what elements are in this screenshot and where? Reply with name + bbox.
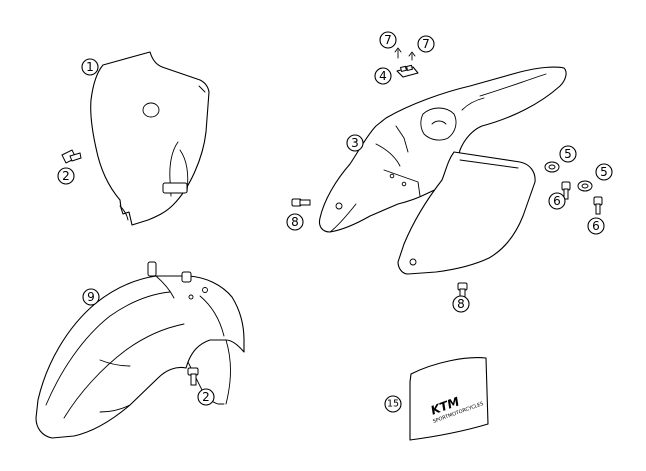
svg-text:4: 4 <box>379 69 387 83</box>
callout-8: 8 <box>452 295 470 313</box>
callout-7: 7 <box>379 31 397 49</box>
svg-text:15: 15 <box>387 399 399 410</box>
svg-text:5: 5 <box>564 147 572 161</box>
ktm-sticker: KTM SPORTMOTORCYCLES <box>409 357 489 441</box>
callout-1: 1 <box>81 58 99 76</box>
svg-text:2: 2 <box>62 169 70 183</box>
callout-6: 6 <box>587 217 605 235</box>
callout-7: 7 <box>417 35 435 53</box>
callout-9: 9 <box>82 288 100 306</box>
svg-text:1: 1 <box>86 60 94 74</box>
svg-text:2: 2 <box>202 390 210 404</box>
screws-8 <box>291 198 468 299</box>
callout-8: 8 <box>286 213 304 231</box>
svg-text:5: 5 <box>600 165 608 179</box>
rivets <box>394 47 416 61</box>
svg-text:7: 7 <box>384 33 392 47</box>
washers <box>544 161 593 192</box>
callout-5: 5 <box>595 163 613 181</box>
callout-2: 2 <box>57 167 75 185</box>
svg-text:3: 3 <box>351 136 359 150</box>
callout-4: 4 <box>374 67 392 85</box>
front-number-plate <box>90 51 210 226</box>
callout-15: 15 <box>384 395 402 413</box>
svg-text:6: 6 <box>553 194 561 208</box>
rear-side-number-plate <box>397 151 536 275</box>
callout-3: 3 <box>346 134 364 152</box>
svg-text:9: 9 <box>87 290 95 304</box>
callout-2: 2 <box>197 388 215 406</box>
svg-text:6: 6 <box>592 219 600 233</box>
front-fender <box>35 261 245 439</box>
callout-5: 5 <box>559 145 577 163</box>
bolts <box>561 181 603 215</box>
svg-text:7: 7 <box>422 37 430 51</box>
svg-text:8: 8 <box>457 297 465 311</box>
clip <box>396 64 419 78</box>
svg-text:8: 8 <box>291 215 299 229</box>
screws-2 <box>61 149 199 386</box>
callout-6: 6 <box>548 192 566 210</box>
